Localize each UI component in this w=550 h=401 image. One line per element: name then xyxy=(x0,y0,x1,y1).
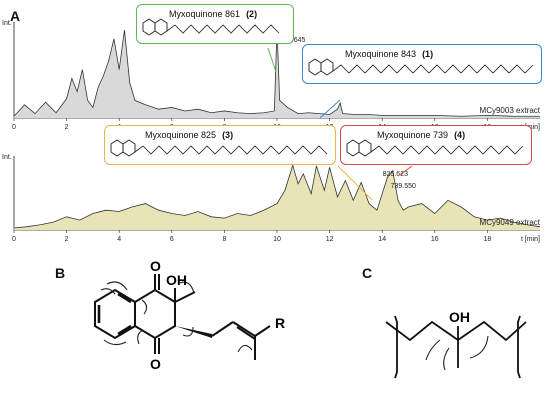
x-tick-label: 10 xyxy=(273,236,281,243)
compound-name: Myxoquinone 739 xyxy=(377,130,449,140)
wedge-bond xyxy=(175,326,212,338)
aromatic-bond xyxy=(117,292,132,304)
x-tick-label: 8 xyxy=(222,236,226,243)
structure-c-drawing xyxy=(385,315,527,379)
compound-name: Myxoquinone 861 xyxy=(169,9,241,19)
chromatogram-trace xyxy=(13,163,541,229)
compound-label: Myxoquinone 825 (3) xyxy=(145,130,233,140)
series-label: MCy9049 extract xyxy=(480,218,541,227)
series-label: MCy9003 extract xyxy=(480,106,541,115)
mass-annotation: 739.550 xyxy=(391,183,416,190)
x-tick-label: 0 xyxy=(12,124,16,131)
double-bond xyxy=(236,326,256,340)
panel-label-a: A xyxy=(10,8,21,24)
x-tick-label: 2 xyxy=(65,124,69,131)
y-axis-label: Int. xyxy=(2,20,12,27)
r-group-label: R xyxy=(275,315,285,331)
x-tick-label: 6 xyxy=(170,236,174,243)
hydroxyl-label: OH xyxy=(166,272,187,288)
x-tick-label: 0 xyxy=(12,236,16,243)
structure-b-drawing xyxy=(94,274,271,360)
benzene-ring xyxy=(94,288,136,340)
fragmentation-arrow xyxy=(103,339,127,346)
compound-structure-icon xyxy=(142,18,280,36)
aromatic-bond xyxy=(117,324,132,336)
compound-box-739: Myxoquinone 739 (4) xyxy=(340,125,532,165)
quinone-ring xyxy=(134,288,176,340)
compound-structure-icon xyxy=(346,139,524,157)
fragmentation-arrow xyxy=(425,339,441,361)
bracket-right xyxy=(517,315,521,379)
fragmentation-arrow xyxy=(106,281,128,291)
fragmentation-arrow xyxy=(469,335,489,359)
fragmentation-arrow xyxy=(137,329,144,345)
fragmentation-arrow xyxy=(141,299,148,315)
mass-annotation: 825.623 xyxy=(383,171,408,178)
compound-structure-icon xyxy=(110,139,328,157)
fragmentation-arrow xyxy=(179,281,195,294)
compound-box-861: Myxoquinone 861 (2) xyxy=(136,4,294,44)
compound-box-843: Myxoquinone 843 (1) xyxy=(302,44,542,84)
compound-name: Myxoquinone 825 xyxy=(145,130,217,140)
structure-c-arrows xyxy=(425,335,489,371)
chain-bond xyxy=(232,321,256,337)
fragmentation-arrow xyxy=(237,344,253,353)
chromatogram-trace xyxy=(13,28,540,117)
compound-box-825: Myxoquinone 825 (3) xyxy=(104,125,336,165)
compound-label: Myxoquinone 739 (4) xyxy=(377,130,465,140)
chain-bond xyxy=(211,321,234,337)
x-tick-label: 16 xyxy=(431,236,439,243)
panel-label-c: C xyxy=(362,265,373,281)
hydroxyl-label: OH xyxy=(449,309,470,325)
compound-label: Myxoquinone 861 (2) xyxy=(169,9,257,19)
structure-b-arrows xyxy=(100,281,253,353)
chromatogram-b: 0 2 4 6 8 10 12 14 16 18 825.623 739.550 Int. t [min]… xyxy=(2,154,541,243)
compound-number: (3) xyxy=(222,130,234,140)
compound-number: (4) xyxy=(454,130,466,140)
compound-structure-icon xyxy=(308,58,534,76)
fragmentation-arrow xyxy=(443,347,450,371)
x-tick-label: 2 xyxy=(65,236,69,243)
connector-lines xyxy=(267,47,413,201)
fragmentation-arrow xyxy=(182,326,194,337)
x-axis-label: t [min] xyxy=(521,236,540,243)
connector-line xyxy=(337,165,373,201)
compound-name: Myxoquinone 843 xyxy=(345,49,417,59)
trace-fill xyxy=(14,165,540,230)
y-axis-label: Int. xyxy=(2,154,12,161)
oxygen-label: O xyxy=(150,356,161,372)
connector-line xyxy=(267,47,277,73)
chain-bond xyxy=(254,325,271,337)
compound-number: (2) xyxy=(246,9,258,19)
compound-number: (1) xyxy=(422,49,434,59)
x-tick-label: 4 xyxy=(117,236,121,243)
x-tick-label: 14 xyxy=(378,236,386,243)
connector-line xyxy=(397,165,413,177)
bracket-left xyxy=(394,315,398,379)
trace-fill xyxy=(14,28,540,119)
methyl-bond xyxy=(174,291,196,303)
x-tick-label: 18 xyxy=(484,236,492,243)
fragmentation-arrow xyxy=(100,288,116,295)
panel-label-b: B xyxy=(55,265,66,281)
connector-line xyxy=(319,99,341,119)
x-tick-label: 12 xyxy=(326,236,334,243)
compound-label: Myxoquinone 843 (1) xyxy=(345,49,433,59)
oxygen-label: O xyxy=(150,258,161,274)
